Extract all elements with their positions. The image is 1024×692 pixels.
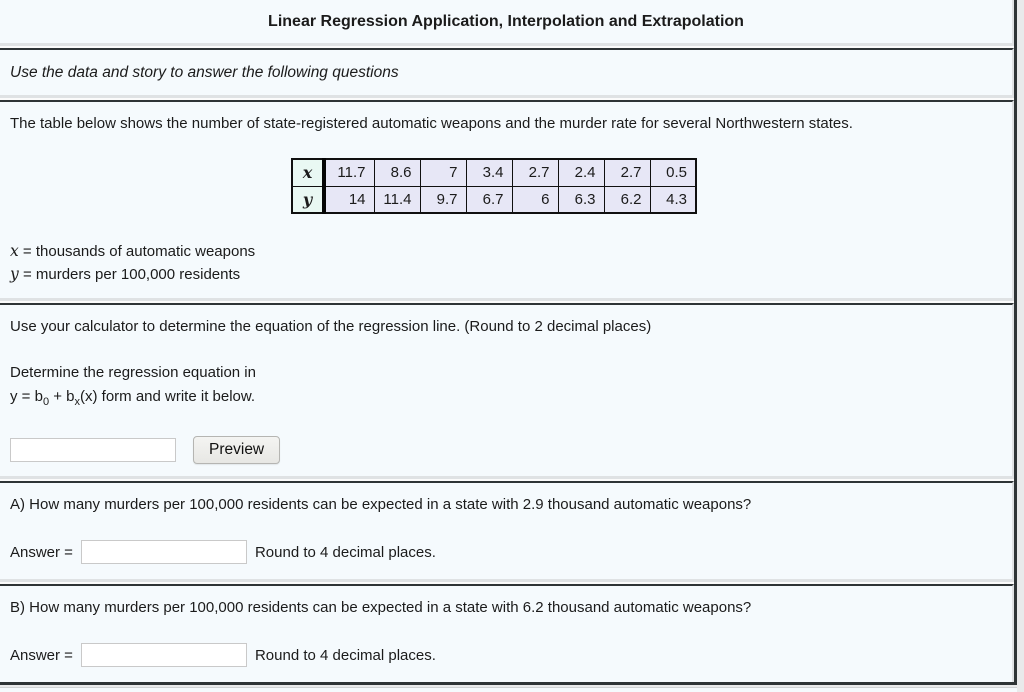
equation-subscript-0: 0 (42, 396, 50, 408)
regression-section: Use your calculator to determine the equ… (0, 303, 1014, 479)
table-cell: 6.3 (557, 185, 605, 214)
question-a-answer-row: Answer = Round to 4 decimal places. (10, 540, 1002, 564)
x-variable: x (10, 242, 19, 260)
equation-part: + b (49, 388, 75, 405)
determine-block: Determine the regression equation in y =… (10, 361, 1002, 414)
table-row-y: y 14 11.4 9.7 6.7 6 6.3 6.2 4.3 (291, 185, 697, 214)
title-section: Linear Regression Application, Interpola… (0, 0, 1014, 46)
preview-button[interactable]: Preview (193, 436, 281, 464)
table-row-x: x 11.7 8.6 7 3.4 2.7 2.4 2.7 0.5 (291, 158, 697, 187)
equation-subscript-x: x (74, 396, 81, 408)
instruction-text: Use the data and story to answer the fol… (10, 64, 399, 81)
story-intro: The table below shows the number of stat… (10, 115, 853, 132)
table-cell: 11.4 (373, 185, 421, 214)
story-section: The table below shows the number of stat… (0, 100, 1014, 301)
next-question-edge (0, 687, 1017, 692)
equation-part: y = b (10, 388, 43, 405)
round-note: Round to 4 decimal places. (254, 646, 436, 664)
table-cell: 4.3 (649, 185, 697, 214)
table-cell: 0.5 (649, 158, 697, 187)
equation-line: y = b0 + bx(x) form and write it below. (10, 385, 1002, 414)
question-a-section: A) How many murders per 100,000 resident… (0, 481, 1014, 582)
data-table: x 11.7 8.6 7 3.4 2.7 2.4 2.7 0.5 y 14 11… (291, 158, 697, 214)
equation-input[interactable] (10, 438, 176, 462)
data-table-wrap: x 11.7 8.6 7 3.4 2.7 2.4 2.7 0.5 y 14 11… (291, 158, 1002, 214)
table-cell: 6.7 (465, 185, 513, 214)
table-cell: 3.4 (465, 158, 513, 187)
question-a-answer-input[interactable] (80, 540, 247, 564)
table-cell: 6 (511, 185, 559, 214)
answer-label: Answer = (10, 646, 73, 664)
determine-line: Determine the regression equation in (10, 364, 256, 381)
table-cell: 7 (419, 158, 467, 187)
table-cell: 2.4 (557, 158, 605, 187)
instruction-section: Use the data and story to answer the fol… (0, 48, 1014, 98)
calculator-prompt: Use your calculator to determine the equ… (10, 318, 652, 335)
table-cell: 9.7 (419, 185, 467, 214)
y-variable: y (10, 265, 19, 283)
table-cell: 2.7 (603, 158, 651, 187)
row-header-x: x (291, 158, 326, 187)
table-cell: 2.7 (511, 158, 559, 187)
question-b-text: B) How many murders per 100,000 resident… (10, 599, 752, 616)
table-cell: 11.7 (323, 158, 375, 187)
x-definition: x = thousands of automatic weapons (10, 240, 1002, 263)
row-header-y: y (291, 185, 326, 214)
question-b-section: B) How many murders per 100,000 resident… (0, 584, 1014, 682)
answer-label: Answer = (10, 543, 73, 561)
x-definition-text: = thousands of automatic weapons (22, 243, 256, 260)
question-a-text: A) How many murders per 100,000 resident… (10, 496, 752, 513)
question-b-answer-row: Answer = Round to 4 decimal places. (10, 643, 1002, 667)
equation-part: (x) form and write it below. (80, 388, 256, 405)
page-title: Linear Regression Application, Interpola… (268, 13, 744, 30)
question-b-answer-input[interactable] (80, 643, 247, 667)
y-definition: y = murders per 100,000 residents (10, 263, 1002, 286)
equation-entry-row: Preview (10, 436, 1002, 464)
table-cell: 14 (323, 185, 375, 214)
variable-definitions: x = thousands of automatic weapons y = m… (10, 240, 1002, 286)
round-note: Round to 4 decimal places. (254, 543, 436, 561)
table-cell: 6.2 (603, 185, 651, 214)
table-cell: 8.6 (373, 158, 421, 187)
y-definition-text: = murders per 100,000 residents (22, 266, 241, 283)
